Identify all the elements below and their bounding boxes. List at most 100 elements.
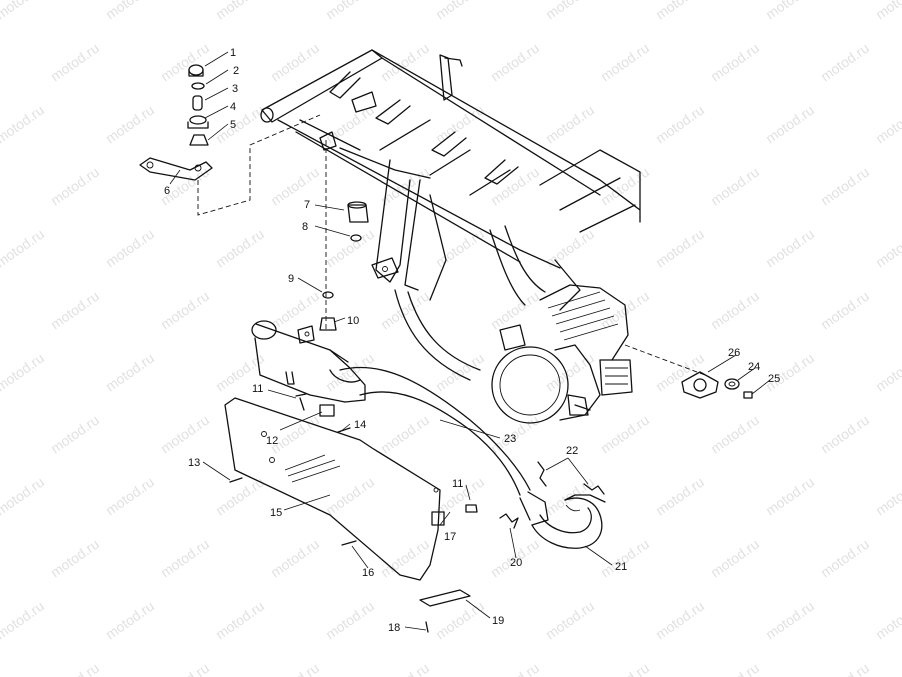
watermark-text: motod.ru [158,40,212,85]
watermark-text: motod.ru [708,660,762,677]
callout-labels: 1 2 3 4 5 6 7 8 9 10 11 12 13 14 15 16 1… [164,47,780,634]
watermark-text: motod.ru [378,164,432,209]
watermark-text: motod.ru [103,474,157,519]
watermark-text: motod.ru [103,226,157,271]
watermark-text: motod.ru [48,40,102,85]
watermark-text: motod.ru [873,0,902,22]
engine [491,284,633,424]
watermark-text: motod.ru [818,536,872,581]
assembly-path-6 [197,114,321,216]
head-pipe [339,366,531,496]
watermark-text: motod.ru [708,164,762,209]
callout-22: 22 [566,445,578,457]
watermark-text: motod.ru [268,288,322,333]
callout-3: 3 [232,83,238,95]
watermark-text: motod.ru [708,40,762,85]
watermark-text: motod.ru [378,40,432,85]
watermark-text: motod.ru [873,226,902,271]
watermark-text: motod.ru [488,660,542,677]
callout-12: 12 [266,435,278,447]
callout-20: 20 [510,557,522,569]
callout-26: 26 [728,347,740,359]
watermark-text: motod.ru [708,288,762,333]
watermark-text: motod.ru [873,350,902,395]
watermark-text: motod.ru [598,288,652,333]
callout-10: 10 [347,315,359,327]
callout-6: 6 [164,185,170,197]
watermark-text: motod.ru [103,598,157,643]
watermark-text: motod.ru [213,474,267,519]
frame [260,49,641,381]
watermark-text: motod.ru [763,0,817,22]
callout-8: 8 [302,221,308,233]
watermark-text: motod.ru [873,474,902,519]
watermark-text: motod.ru [158,660,212,677]
callout-5: 5 [230,119,236,131]
leader-lines [169,51,771,631]
watermark-text: motod.ru [433,350,487,395]
watermark-text: motod.ru [378,660,432,677]
watermark-text: motod.ru [873,598,902,643]
watermark-text: motod.ru [103,0,157,22]
watermark-text: motod.ru [653,102,707,147]
bracket-6 [139,157,213,181]
watermark-text: motod.ru [213,598,267,643]
watermark-text: motod.ru [48,660,102,677]
watermark-text: motod.ru [818,412,872,457]
watermark-text: motod.ru [543,102,597,147]
callout-19: 19 [492,615,504,627]
watermark-text: motod.ru [433,0,487,22]
watermark-text: motod.ru [268,536,322,581]
watermark-text: motod.ru [708,412,762,457]
watermark-text: motod.ru [0,226,47,271]
watermark-text: motod.ru [0,474,47,519]
watermark-text: motod.ru [48,288,102,333]
watermark-text: motod.ru [268,164,322,209]
watermark-text: motod.ru [158,536,212,581]
callout-11b: 11 [452,478,463,490]
watermark-text: motod.ru [433,226,487,271]
muffler [251,320,366,403]
watermark-text: motod.ru [0,0,47,22]
watermark-text: motod.ru [763,102,817,147]
callout-14: 14 [354,419,366,431]
watermark-text: motod.ru [323,474,377,519]
watermark-text: motod.ru [323,598,377,643]
watermark-text: motod.ru [433,102,487,147]
watermark-text: motod.ru [708,536,762,581]
watermark-text: motod.ru [268,660,322,677]
watermark-text: motod.ru [543,598,597,643]
fasteners [187,64,753,633]
watermark-text: motod.ru [763,226,817,271]
callout-4: 4 [230,101,236,113]
watermark-text: motod.ru [873,102,902,147]
watermark-text: motod.ru [48,164,102,209]
watermark-text: motod.ru [653,226,707,271]
callout-11: 11 [252,383,263,395]
watermark-text: motod.ru [103,102,157,147]
callout-23: 23 [504,433,516,445]
watermark-text: motod.ru [818,164,872,209]
watermark-text: motod.ru [488,40,542,85]
centerline-engine-flange [624,344,706,376]
callout-21: 21 [615,561,627,573]
watermark-text: motod.ru [378,412,432,457]
watermark-text: motod.ru [323,0,377,22]
callout-1: 1 [230,47,236,59]
callout-2: 2 [233,65,239,77]
watermark-text: motod.ru [158,412,212,457]
watermark-text: motod.ru [48,536,102,581]
watermark-text: motod.ru [48,412,102,457]
watermark-text: motod.ru [763,474,817,519]
watermark-text: motod.ru [433,598,487,643]
callout-25: 25 [768,373,780,385]
callout-24: 24 [748,361,760,373]
callout-7: 7 [304,199,310,211]
watermark-text: motod.ru [763,598,817,643]
watermark-text: motod.ru [598,660,652,677]
watermark-text: motod.ru [0,598,47,643]
callout-13: 13 [188,457,200,469]
watermark-text: motod.ru [0,102,47,147]
watermark-text: motod.ru [598,412,652,457]
